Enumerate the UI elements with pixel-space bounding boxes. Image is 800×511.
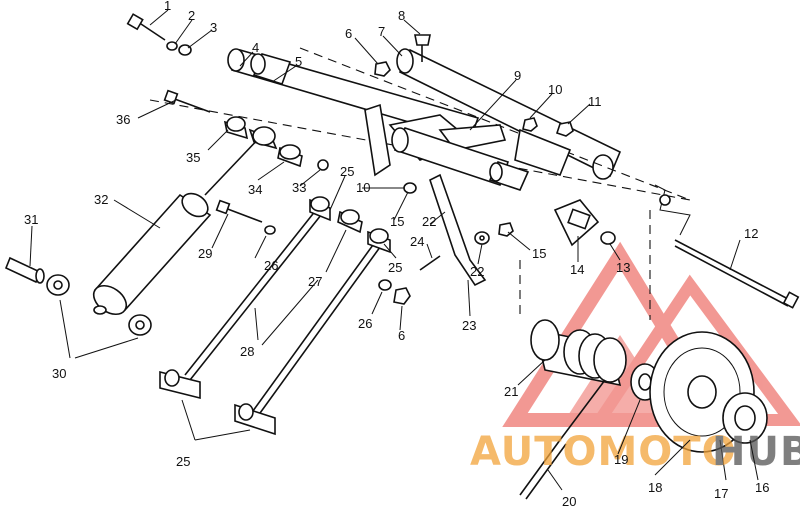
callout-6-bottom: 6: [398, 328, 405, 343]
callout-19: 19: [614, 452, 628, 467]
shock-absorber: [4, 89, 329, 359]
callout-2: 2: [188, 8, 195, 23]
watermark-text: AUTOMOTO HUB: [470, 429, 800, 475]
watermark-brand-suffix: HUB: [712, 429, 800, 475]
callout-22-upper: 22: [422, 214, 436, 229]
callout-6-top: 6: [345, 26, 352, 41]
callout-35: 35: [186, 150, 200, 165]
callout-14: 14: [570, 262, 584, 277]
callout-16: 16: [755, 480, 769, 495]
callout-34: 34: [248, 182, 262, 197]
callout-23: 23: [462, 318, 476, 333]
link-rods: [159, 196, 490, 441]
callout-30: 30: [52, 366, 66, 381]
callout-1: 1: [164, 0, 171, 13]
callout-4: 4: [252, 40, 259, 55]
callout-3: 3: [210, 20, 217, 35]
callout-32: 32: [94, 192, 108, 207]
callout-10-mid: 10: [356, 180, 370, 195]
callout-7: 7: [378, 24, 385, 39]
top-hardware: [126, 13, 800, 309]
callout-29: 29: [198, 246, 212, 261]
callout-24: 24: [410, 234, 424, 249]
callout-17: 17: [714, 486, 728, 501]
callout-5: 5: [295, 54, 302, 69]
callout-labels: 1 2 3 4 5 6 6 7 8 9 10 10 11 12 13 14 15…: [24, 0, 769, 509]
callout-13: 13: [616, 260, 630, 275]
callout-11: 11: [588, 94, 602, 109]
callout-18: 18: [648, 480, 662, 495]
callout-31: 31: [24, 212, 38, 227]
callout-36: 36: [116, 112, 130, 127]
callout-15-right: 15: [532, 246, 546, 261]
callout-10-top: 10: [548, 82, 562, 97]
leader-lines: [29, 9, 759, 491]
callout-25-mid: 25: [388, 260, 402, 275]
watermark-brand-text: AUTOMOTO: [470, 429, 737, 475]
upper-shaft-assembly: [149, 47, 691, 236]
callout-26-right: 26: [358, 316, 372, 331]
callout-21: 21: [504, 384, 518, 399]
callout-12: 12: [744, 226, 758, 241]
callout-25-bottom: 25: [176, 454, 190, 469]
callout-28: 28: [240, 344, 254, 359]
callout-22-lower: 22: [470, 264, 484, 279]
callout-20: 20: [562, 494, 576, 509]
center-crossbar: [391, 127, 651, 320]
callout-8: 8: [398, 8, 405, 23]
callout-26-left: 26: [264, 258, 278, 273]
callout-9: 9: [514, 68, 521, 83]
callout-25-top: 25: [340, 164, 354, 179]
callout-15-left: 15: [390, 214, 404, 229]
callout-27: 27: [308, 274, 322, 289]
callout-33: 33: [292, 180, 306, 195]
spring-and-wheel: [519, 319, 768, 500]
